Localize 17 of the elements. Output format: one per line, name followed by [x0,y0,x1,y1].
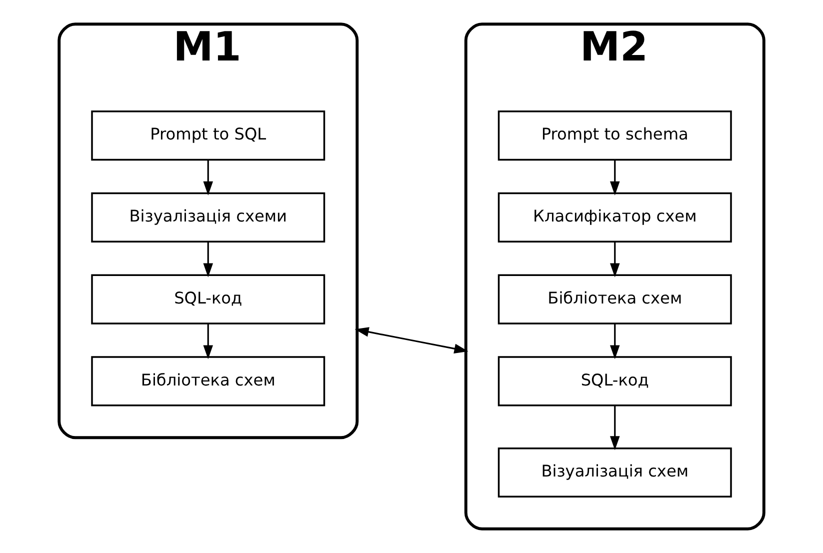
node-box: Prompt to SQL [91,110,326,161]
arrow [610,242,620,278]
node-box: Класифікатор схем [498,192,732,242]
node-box: Prompt to schema [498,110,732,161]
node-box: Візуалізація схеми [91,192,326,242]
node-box: SQL-код [498,356,732,406]
arrow [203,324,214,360]
node-box: Візуалізація схем [498,447,732,498]
arrow [354,327,468,354]
node-box: Бібліотека схем [91,356,326,406]
arrow [203,160,214,196]
arrow [610,406,620,450]
arrow [610,160,620,196]
arrow [610,324,620,360]
node-box: SQL-код [91,274,326,324]
arrow [203,242,214,278]
node-box: Бібліотека схем [498,274,732,324]
